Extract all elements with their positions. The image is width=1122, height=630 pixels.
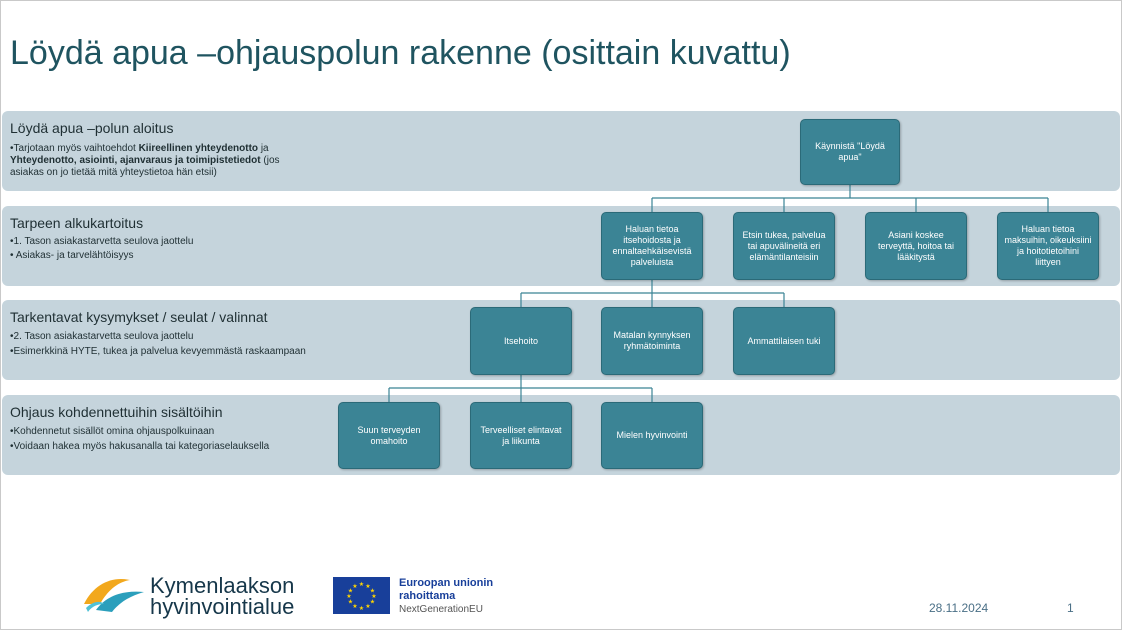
bullet-text: •Tarjotaan myös vaihtoehdot bbox=[10, 143, 139, 154]
footer-date: 28.11.2024 bbox=[929, 601, 989, 615]
slide-title: Löydä apua –ohjauspolun rakenne (osittai… bbox=[10, 34, 791, 72]
svg-text:★: ★ bbox=[371, 593, 376, 600]
node-healthy-lifestyle[interactable]: Terveelliset elintavat ja liikunta bbox=[470, 402, 572, 469]
svg-text:★: ★ bbox=[370, 588, 375, 595]
eu-stars-icon: ★ ★ ★ ★ ★ ★ ★ ★ ★ ★ ★ ★ bbox=[346, 581, 376, 612]
node-fees-rights[interactable]: Haluan tietoa maksuihin, oikeuksiini ja … bbox=[997, 212, 1099, 280]
node-start-find-help[interactable]: Käynnistä "Löydä apua" bbox=[800, 119, 900, 185]
band-heading: Ohjaus kohdennettuihin sisältöihin bbox=[10, 404, 223, 420]
eu-line: rahoittama bbox=[399, 590, 456, 602]
logo-line: hyvinvointialue bbox=[150, 594, 295, 619]
svg-text:★: ★ bbox=[365, 603, 370, 610]
node-mental-wellbeing[interactable]: Mielen hyvinvointi bbox=[601, 402, 703, 469]
eu-nextgen-text: NextGenerationEU bbox=[399, 604, 483, 615]
footer-page-number: 1 bbox=[1067, 601, 1074, 615]
eu-flag-icon: ★ ★ ★ ★ ★ ★ ★ ★ ★ ★ ★ ★ bbox=[333, 577, 390, 614]
bullet-bold: Yhteydenotto, asiointi, ajanvaraus ja to… bbox=[10, 155, 261, 166]
svg-text:★: ★ bbox=[352, 603, 357, 610]
svg-text:★: ★ bbox=[365, 583, 370, 590]
band-bullet: •Tarjotaan myös vaihtoehdot Kiireellinen… bbox=[10, 143, 269, 155]
eu-line: Euroopan unionin bbox=[399, 577, 494, 589]
svg-text:★: ★ bbox=[348, 588, 353, 595]
eu-funding-text: Euroopan unionin rahoittama bbox=[399, 577, 493, 603]
bullet-text: ja bbox=[258, 143, 269, 154]
band-bullet: asiakas on jo tietää mitä yhteystietoa h… bbox=[10, 167, 217, 179]
node-self-care-info[interactable]: Haluan tietoa itsehoidosta ja ennaltaehk… bbox=[601, 212, 703, 280]
band-start: Löydä apua –polun aloitus •Tarjotaan myö… bbox=[2, 111, 1120, 191]
svg-text:★: ★ bbox=[346, 593, 351, 600]
band-bullet: Yhteydenotto, asiointi, ajanvaraus ja to… bbox=[10, 155, 280, 167]
node-support-services[interactable]: Etsin tukea, palvelua tai apuvälineitä e… bbox=[733, 212, 835, 280]
bullet-text: (jos bbox=[260, 155, 280, 166]
node-health-care[interactable]: Asiani koskee terveyttä, hoitoa tai lääk… bbox=[865, 212, 967, 280]
connector-level2-to-level3 bbox=[388, 375, 653, 402]
node-oral-health[interactable]: Suun terveyden omahoito bbox=[338, 402, 440, 469]
bullet-bold: Kiireellinen yhteydenotto bbox=[138, 143, 259, 154]
node-low-threshold-groups[interactable]: Matalan kynnyksen ryhmätoiminta bbox=[601, 307, 703, 375]
node-professional-support[interactable]: Ammattilaisen tuki bbox=[733, 307, 835, 375]
svg-text:★: ★ bbox=[348, 599, 353, 606]
kymenlaakso-logo-icon bbox=[84, 579, 144, 612]
logo-line: Kymenlaakson bbox=[150, 573, 295, 598]
kymenlaakso-logo-text: Kymenlaakson hyvinvointialue bbox=[150, 573, 295, 619]
band-heading: Tarpeen alkukartoitus bbox=[10, 215, 144, 231]
bullet-text: asiakas on jo tietää mitä yhteystietoa h… bbox=[10, 167, 217, 178]
band-heading: Löydä apua –polun aloitus bbox=[10, 120, 174, 136]
connector-start-to-level1 bbox=[651, 185, 1049, 212]
svg-text:★: ★ bbox=[359, 581, 364, 588]
band-heading: Tarkentavat kysymykset / seulat / valinn… bbox=[10, 309, 268, 325]
node-self-care[interactable]: Itsehoito bbox=[470, 307, 572, 375]
band-bullet: •Esimerkkinä HYTE, tukea ja palvelua kev… bbox=[10, 346, 306, 357]
svg-text:★: ★ bbox=[352, 583, 357, 590]
band-bullet: •2. Tason asiakastarvetta seulova jaotte… bbox=[10, 331, 194, 342]
band-bullet: •1. Tason asiakastarvetta seulova jaotte… bbox=[10, 236, 194, 247]
band-bullet: •Voidaan hakea myös hakusanalla tai kate… bbox=[10, 441, 270, 452]
band-bullet: •Kohdennetut sisällöt omina ohjauspolkui… bbox=[10, 426, 215, 437]
band-bullet: • Asiakas- ja tarvelähtöisyys bbox=[10, 250, 134, 261]
svg-text:★: ★ bbox=[359, 605, 364, 612]
svg-text:★: ★ bbox=[370, 599, 375, 606]
connector-level1-to-level2 bbox=[520, 280, 785, 307]
